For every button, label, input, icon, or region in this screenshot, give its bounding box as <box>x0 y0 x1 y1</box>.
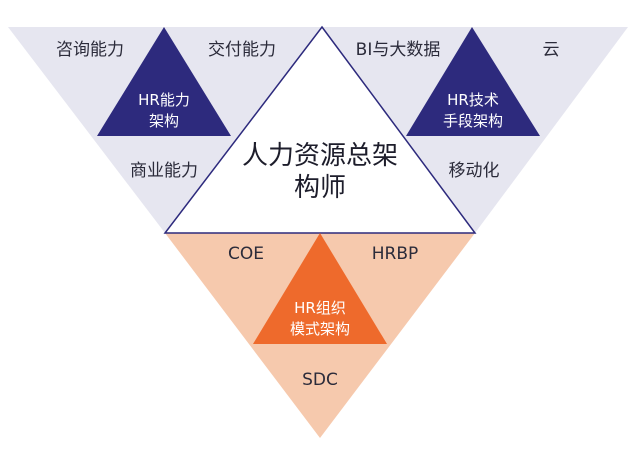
bottom-top-left-label: COE <box>228 244 264 264</box>
left-bottom-label: 商业能力 <box>130 161 198 181</box>
right-core-triangle <box>406 27 540 136</box>
left-top-right-label: 交付能力 <box>208 40 276 60</box>
left-core-triangle <box>97 27 231 136</box>
left-core-label-2: 架构 <box>149 112 179 130</box>
right-core-label-1: HR技术 <box>447 91 499 109</box>
left-core-label-1: HR能力 <box>138 91 190 109</box>
center-title-line-2: 构师 <box>294 173 346 203</box>
bottom-bottom-label: SDC <box>302 370 338 390</box>
bottom-core-label-2: 模式架构 <box>290 320 350 338</box>
bottom-core-label-1: HR组织 <box>294 299 346 317</box>
right-top-right-label: 云 <box>543 40 560 60</box>
bottom-core-triangle <box>253 233 387 344</box>
center-title-line-1: 人力资源总架 <box>242 141 398 171</box>
bottom-top-right-label: HRBP <box>372 244 419 264</box>
left-top-left-label: 咨询能力 <box>56 40 124 60</box>
right-core-label-2: 手段架构 <box>443 112 503 130</box>
right-bottom-label: 移动化 <box>449 161 500 181</box>
right-top-left-label: BI与大数据 <box>356 40 441 60</box>
